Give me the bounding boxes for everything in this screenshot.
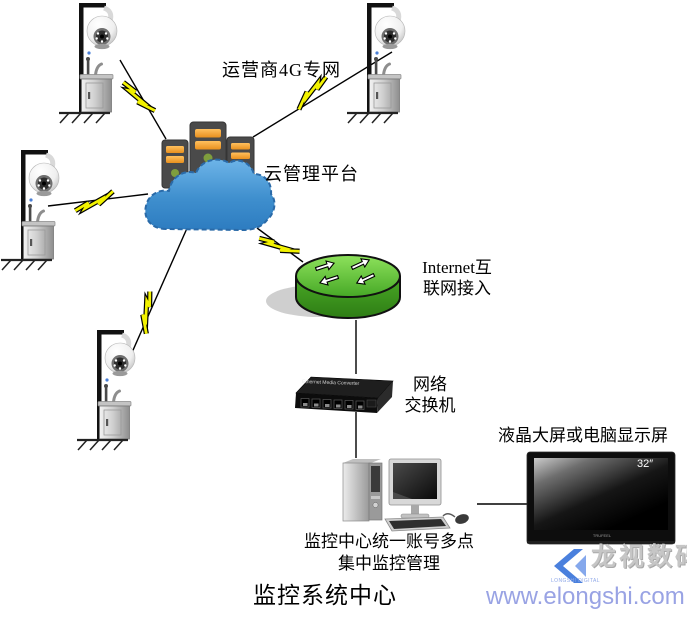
website-watermark: www.elongshi.com xyxy=(486,583,685,610)
label-network-switch: 网络 交换机 xyxy=(398,374,462,416)
tv-icon xyxy=(526,451,676,545)
label-switch-line2: 交换机 xyxy=(404,396,456,415)
label-monitoring-center-line2: 集中监控管理 xyxy=(338,554,440,573)
link-cloud-cam4 xyxy=(125,225,189,367)
lightning-bolt-icon xyxy=(123,76,155,118)
camera-icon xyxy=(347,3,405,123)
logo-chevron-icon xyxy=(554,549,586,583)
label-internet-line1: Internet互 xyxy=(422,258,492,277)
cloud-icon xyxy=(144,158,276,231)
camera-icon xyxy=(1,150,59,270)
label-monitoring-center-line1: 监控中心统一账号多点 xyxy=(304,532,474,551)
logo-subtitle: LONGSHI DIGITAL xyxy=(551,578,600,584)
label-cloud-platform: 云管理平台 xyxy=(264,164,359,184)
label-switch-line1: 网络 xyxy=(413,375,447,394)
tv-size-badge: 32″ xyxy=(637,458,654,470)
label-display: 液晶大屏或电脑显示屏 xyxy=(498,426,668,445)
label-internet-line2: 联网接入 xyxy=(423,279,491,298)
camera-icon xyxy=(59,3,117,123)
label-operator-4g: 运营商4G专网 xyxy=(222,60,341,80)
logo-name: 龙视数码 xyxy=(591,543,687,571)
router-icon xyxy=(266,254,401,319)
lightning-bolt-icon xyxy=(259,227,299,262)
label-system-center: 监控系统中心 xyxy=(253,583,397,608)
camera-icon xyxy=(77,330,135,450)
label-monitoring-center: 监控中心统一账号多点 集中监控管理 xyxy=(303,531,475,575)
label-internet-access: Internet互 联网接入 xyxy=(404,257,510,299)
tv-brand-text: TRUFEEL xyxy=(592,533,612,538)
lightning-bolt-icon xyxy=(73,191,115,210)
desktop-pc-icon xyxy=(342,458,469,532)
switch-icon xyxy=(295,376,394,413)
lightning-bolt-icon xyxy=(292,77,333,110)
lightning-bolt-icon xyxy=(134,291,163,333)
